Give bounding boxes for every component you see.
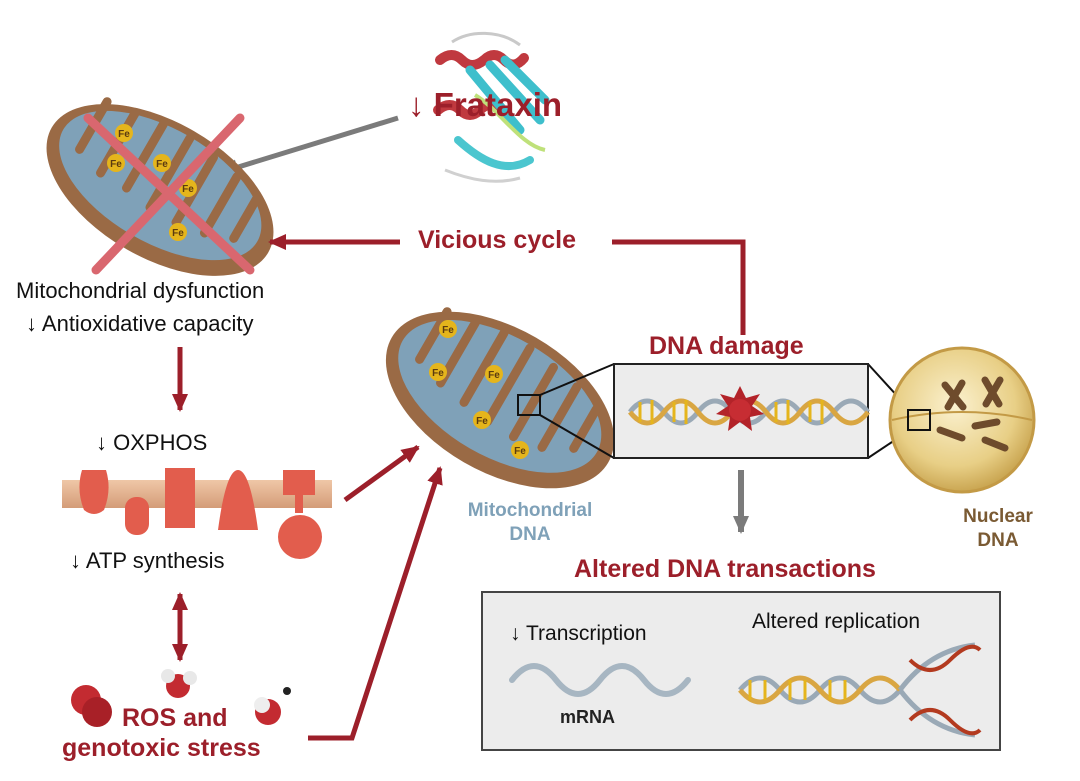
frataxin-to-mito-arrow	[220, 115, 399, 175]
ros-molecules-icon	[71, 669, 291, 727]
down-arrow-icon: ↓	[26, 311, 37, 336]
dna-lesion-icon	[716, 386, 764, 431]
down-arrow-icon: ↓	[96, 430, 107, 455]
cross-mark-icon	[83, 113, 255, 275]
ros-label-line1: ROS and	[122, 704, 228, 732]
fe-label: Fe	[182, 184, 194, 195]
altered-transactions-title: Altered DNA transactions	[574, 555, 876, 583]
fe-label: Fe	[110, 159, 122, 170]
mito-dna-label-line1: Mitochondrial	[467, 500, 593, 521]
fe-label: Fe	[172, 228, 184, 239]
right-mitochondrion-icon	[385, 307, 615, 489]
vicious-cycle-line	[612, 239, 746, 335]
fe-label: Fe	[118, 129, 130, 140]
mito-dna-zoom-box	[517, 394, 541, 416]
oxphos-to-mito-arrow	[343, 444, 420, 503]
down-arrow-icon: ↓	[408, 86, 425, 123]
mito-dysfunction-label: Mitochondrial dysfunction	[16, 278, 265, 303]
zoom-line-left-bottom	[539, 414, 615, 459]
transcription-label: ↓ Transcription	[510, 622, 647, 645]
nuclear-dna-label-line1: Nuclear	[963, 506, 1033, 527]
fe-label: Fe	[156, 159, 168, 170]
down-arrow-icon: ↓	[70, 548, 81, 573]
fe-label: Fe	[476, 416, 488, 427]
ros-to-mito-arrow	[308, 466, 443, 741]
nuclear-dna-label-line2: DNA	[977, 530, 1019, 551]
antioxidative-label: ↓ Antioxidative capacity	[26, 311, 254, 336]
down-arrow-icon: ↓	[510, 622, 521, 645]
ros-label-line2: genotoxic stress	[62, 734, 261, 762]
dna-damage-label: DNA damage	[649, 332, 804, 360]
mrna-label: mRNA	[560, 707, 616, 727]
mrna-strand-icon	[509, 663, 691, 697]
replication-fork-icon	[738, 642, 982, 738]
zoom-line-left-top	[539, 363, 615, 396]
fe-label: Fe	[432, 368, 444, 379]
frataxin-text: Frataxin	[433, 86, 563, 123]
mito-dna-label-line2: DNA	[509, 524, 551, 545]
vicious-cycle-label: Vicious cycle	[418, 226, 576, 254]
frataxin-label: ↓ Frataxin	[408, 86, 562, 124]
oxphos-membrane-icon	[62, 468, 332, 559]
replication-label: Altered replication	[752, 610, 921, 633]
nucleus-icon	[888, 346, 1036, 494]
frataxin-protein-icon	[433, 31, 550, 183]
fe-label: Fe	[514, 446, 526, 457]
fe-label: Fe	[488, 370, 500, 381]
oxphos-label: ↓ OXPHOS	[96, 430, 208, 455]
atp-synthesis-label: ↓ ATP synthesis	[70, 548, 225, 573]
fe-label: Fe	[442, 325, 454, 336]
